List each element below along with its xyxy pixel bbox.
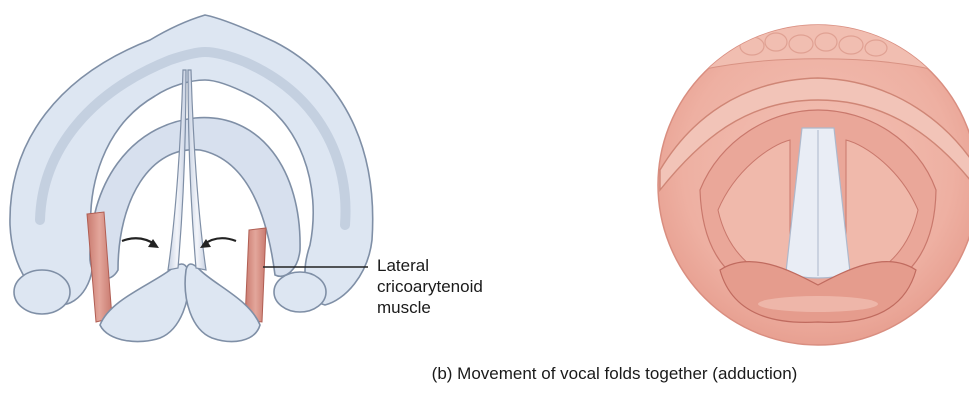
laryngoscopic-view	[658, 15, 969, 345]
left-vocal-fold	[168, 70, 186, 270]
arytenoid-highlight	[758, 296, 878, 312]
cartilage-diagram	[10, 15, 373, 342]
label-line-2: cricoarytenoid	[377, 276, 483, 297]
label-line-1: Lateral	[377, 255, 429, 276]
label-line-3: muscle	[377, 297, 431, 318]
right-arrow	[200, 238, 236, 248]
left-arrow	[122, 238, 159, 248]
left-cornu	[14, 270, 70, 314]
right-vocal-fold	[188, 70, 206, 270]
figure-caption: (b) Movement of vocal folds together (ad…	[0, 364, 969, 384]
right-cornu	[274, 272, 326, 312]
caption-text: (b) Movement of vocal folds together (ad…	[432, 364, 798, 383]
